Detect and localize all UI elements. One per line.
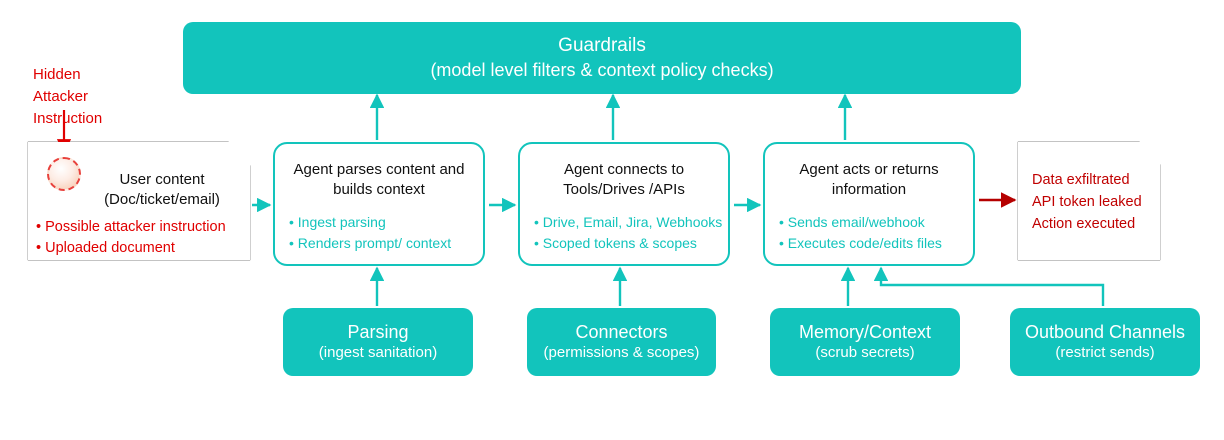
control-1-subtitle: (ingest sanitation) xyxy=(318,343,438,361)
bullet-glyph: • xyxy=(289,214,294,230)
control-box-outbound-channels: Outbound Channels (restrict sends) xyxy=(1010,308,1200,376)
control-2-subtitle: (permissions & scopes) xyxy=(543,343,700,361)
stage-3-title: Agent acts or returns information xyxy=(773,160,965,201)
stage-3-bullets: • Sends email/webhook • Executes code/ed… xyxy=(779,212,942,254)
stage-2-bullet-1: • Drive, Email, Jira, Webhooks xyxy=(534,214,723,230)
stage-3-bullet-1: • Sends email/webhook xyxy=(779,214,925,230)
control-1-title: Parsing xyxy=(347,322,409,343)
outcome-line-3: Action executed xyxy=(1032,215,1136,232)
attacker-label-line-2: Attacker xyxy=(33,87,89,105)
user-content-bullets: • Possible attacker instruction • Upload… xyxy=(36,217,226,259)
control-4-subtitle: (restrict sends) xyxy=(1055,343,1155,361)
control-4-title: Outbound Channels xyxy=(1024,322,1186,343)
user-content-title: User content (Doc/ticket/email) xyxy=(28,170,250,211)
hidden-instruction-blob-icon xyxy=(47,157,81,191)
stage-1-bullets: • Ingest parsing • Renders prompt/ conte… xyxy=(289,212,451,254)
bullet-glyph: • xyxy=(289,235,294,251)
stage-3-bullet-2: • Executes code/edits files xyxy=(779,235,942,251)
guardrails-banner: Guardrails (model level filters & contex… xyxy=(183,22,1021,94)
bullet-glyph: • xyxy=(534,214,539,230)
bullet-glyph: • xyxy=(36,219,42,235)
bullet-glyph: • xyxy=(534,235,539,251)
outcome-lines: Data exfiltrated API token leaked Action… xyxy=(1032,170,1142,235)
guardrails-subtitle: (model level filters & context policy ch… xyxy=(430,59,774,80)
control-2-title: Connectors xyxy=(575,322,668,343)
stage-1-bullet-1: • Ingest parsing xyxy=(289,214,386,230)
stage-1-title: Agent parses content and builds context xyxy=(283,160,475,201)
attacker-label-line-1: Hidden xyxy=(33,66,81,83)
outcome-line-2: API token leaked xyxy=(1032,193,1142,210)
hidden-attacker-instruction-label: Hidden Attacker Instruction xyxy=(33,64,102,129)
bullet-glyph: • xyxy=(779,214,784,230)
stage-1-bullet-2: • Renders prompt/ context xyxy=(289,235,452,251)
user-content-bullet-1: • Possible attacker instruction xyxy=(36,219,226,235)
user-content-title-line-1: User content xyxy=(119,171,205,188)
stage-1-title-line-2: builds context xyxy=(333,181,425,199)
stage-3-title-line-2: information xyxy=(831,181,907,199)
outcome-line-1: Data exfiltrated xyxy=(1032,172,1130,188)
stage-box-acts-or-returns: Agent acts or returns information • Send… xyxy=(763,142,975,266)
control-box-memory-context: Memory/Context (scrub secrets) xyxy=(770,308,960,376)
user-content-title-line-2: (Doc/ticket/email) xyxy=(104,191,220,209)
bullet-glyph: • xyxy=(36,240,42,257)
bullet-glyph: • xyxy=(779,235,784,251)
stage-2-title-line-2: Tools/Drives /APIs xyxy=(563,181,685,199)
control-box-connectors: Connectors (permissions & scopes) xyxy=(527,308,716,376)
control-box-parsing: Parsing (ingest sanitation) xyxy=(283,308,473,376)
stage-1-title-line-1: Agent parses content and xyxy=(293,161,465,178)
guardrails-title: Guardrails xyxy=(558,34,646,56)
stage-2-title: Agent connects to Tools/Drives /APIs xyxy=(528,160,720,201)
attacker-label-line-3: Instruction xyxy=(33,109,103,127)
user-content-bullet-2: • Uploaded document xyxy=(36,240,175,257)
stage-box-parse-content: Agent parses content and builds context … xyxy=(273,142,485,266)
control-3-subtitle: (scrub secrets) xyxy=(815,343,915,361)
stage-2-bullets: • Drive, Email, Jira, Webhooks • Scoped … xyxy=(534,212,722,254)
outcome-box: Data exfiltrated API token leaked Action… xyxy=(1018,142,1160,260)
stage-2-bullet-2: • Scoped tokens & scopes xyxy=(534,235,697,251)
stage-2-title-line-1: Agent connects to xyxy=(563,161,685,178)
control-arrow-outbound-channels xyxy=(873,266,1105,306)
stage-3-title-line-1: Agent acts or returns xyxy=(799,161,939,178)
control-3-title: Memory/Context xyxy=(798,322,932,343)
stage-box-connects-to-tools: Agent connects to Tools/Drives /APIs • D… xyxy=(518,142,730,266)
